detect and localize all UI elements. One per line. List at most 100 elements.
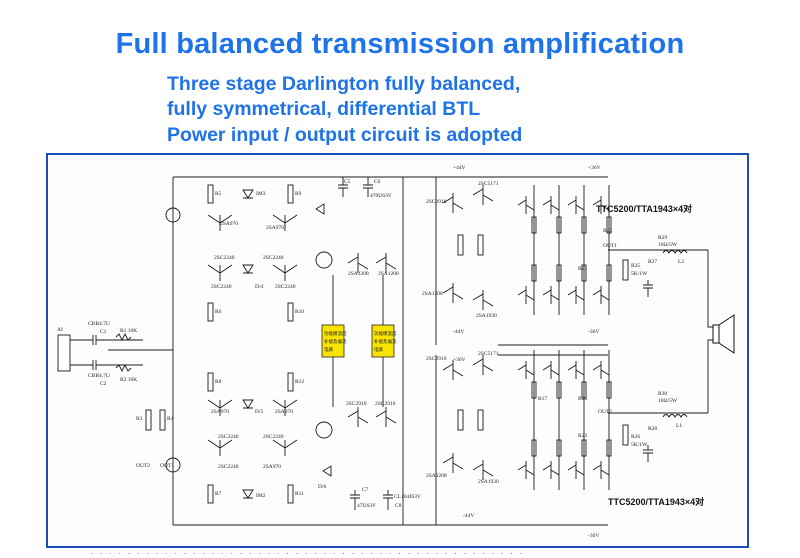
output-transistor <box>592 196 610 214</box>
out2-label: OUT2 <box>136 463 150 469</box>
svg-text:R17: R17 <box>538 396 547 402</box>
footer-fade: ········································… <box>90 548 529 558</box>
output-transistor <box>592 286 610 304</box>
svg-text:R12: R12 <box>295 379 304 385</box>
svg-text:2SC2240: 2SC2240 <box>211 284 232 290</box>
svg-text:R7: R7 <box>215 491 222 497</box>
output-pair-label-top: TTC5200/TTA1943×4对 <box>596 203 692 214</box>
svg-text:2SA970: 2SA970 <box>263 464 281 470</box>
svg-text:R8: R8 <box>215 379 222 385</box>
svg-text:C7: C7 <box>362 487 369 493</box>
svg-text:5K/1W: 5K/1W <box>631 271 648 277</box>
svg-text:IM2: IM2 <box>256 493 266 499</box>
svg-text:D/4: D/4 <box>255 284 264 290</box>
svg-text:-44V: -44V <box>453 329 464 335</box>
svg-text:R9: R9 <box>295 191 302 197</box>
svg-text:-36V: -36V <box>588 329 599 335</box>
svg-text:D/6: D/6 <box>318 484 327 490</box>
svg-text:电路: 电路 <box>324 346 333 353</box>
output-transistor <box>567 286 585 304</box>
svg-text:R11: R11 <box>295 491 304 497</box>
circuit-schematic: AI CBB4.7U C1 CBB4.7U C2 R1 10K R2 10K R… <box>57 165 735 539</box>
svg-text:2SA970: 2SA970 <box>275 409 293 415</box>
svg-text:10Ω/5W: 10Ω/5W <box>658 398 678 404</box>
out1-label: OUT1 <box>160 463 174 469</box>
svg-text:R3: R3 <box>136 416 143 422</box>
svg-text:R29: R29 <box>658 235 667 241</box>
svg-text:-36V: -36V <box>588 533 599 539</box>
svg-text:R10: R10 <box>295 309 304 315</box>
output-transistor <box>567 461 585 479</box>
svg-text:2SC2910: 2SC2910 <box>375 401 396 407</box>
svg-text:2SA1208: 2SA1208 <box>422 291 443 297</box>
svg-text:2SA1208: 2SA1208 <box>426 473 447 479</box>
svg-text:R21: R21 <box>578 266 587 272</box>
cap-c1-value: CBB4.7U <box>88 321 110 327</box>
output-transistor <box>517 286 535 304</box>
compensation-circuit: 2SA1208 2SA1208 2SC2910 2SC2910 功能模温度 补偿… <box>315 177 404 525</box>
output-transistor <box>567 361 585 379</box>
svg-text:电路: 电路 <box>374 346 383 353</box>
output-transistor <box>542 361 560 379</box>
svg-text:2SA970: 2SA970 <box>220 221 238 227</box>
svg-text:-44V: -44V <box>463 513 474 519</box>
svg-text:2SC2240: 2SC2240 <box>218 464 239 470</box>
svg-text:补偿及偏流: 补偿及偏流 <box>324 338 347 345</box>
output-transistor <box>517 461 535 479</box>
output-filter: R25 5K/1W R26 5K/1W R29 10Ω/5W R30 10Ω/5… <box>608 235 735 462</box>
output-transistor <box>592 461 610 479</box>
output-pair-label-bottom: TTC5200/TTA1943×4对 <box>608 496 704 507</box>
cap-c2-label: C2 <box>100 381 107 387</box>
output-transistor <box>542 461 560 479</box>
svg-text:R26: R26 <box>631 434 640 440</box>
subtitle-line-3: Power input / output circuit is adopted <box>167 124 523 146</box>
svg-text:C8: C8 <box>395 503 402 509</box>
svg-text:补偿及偏流: 补偿及偏流 <box>374 338 397 345</box>
svg-text:R27: R27 <box>648 259 657 265</box>
output-transistor <box>517 361 535 379</box>
svg-text:C6: C6 <box>374 179 381 185</box>
svg-text:+36V: +36V <box>588 165 601 171</box>
output-transistor <box>542 196 560 214</box>
svg-text:2SC2240: 2SC2240 <box>218 434 239 440</box>
svg-text:2SC2240: 2SC2240 <box>214 255 235 261</box>
svg-text:47U63V: 47U63V <box>357 503 376 509</box>
svg-text:R4: R4 <box>167 416 174 422</box>
svg-text:+36V: +36V <box>453 357 466 363</box>
svg-text:2SC2240: 2SC2240 <box>275 284 296 290</box>
cap-c2-value: CBB4.7U <box>88 373 110 379</box>
input-resistor-r2: R2 10K <box>120 377 137 383</box>
input-resistor-r1: R1 10K <box>120 328 137 334</box>
svg-text:2SA1930: 2SA1930 <box>476 313 497 319</box>
svg-text:CL104J63V: CL104J63V <box>394 494 421 500</box>
driver-stages: +44V +36V -44V -36V +36V -36V -44V 2SC29… <box>422 165 608 539</box>
svg-text:5K/1W: 5K/1W <box>631 442 648 448</box>
svg-text:R22: R22 <box>603 228 612 234</box>
svg-text:2SC5171: 2SC5171 <box>478 351 499 357</box>
svg-text:D/5: D/5 <box>255 409 264 415</box>
svg-text:IM3: IM3 <box>256 191 266 197</box>
svg-text:L2: L2 <box>678 259 684 265</box>
cap-c1-label: C1 <box>100 329 107 335</box>
svg-text:2SA1208: 2SA1208 <box>378 271 399 277</box>
power-rails <box>108 176 608 526</box>
svg-text:功能模温度: 功能模温度 <box>324 330 347 337</box>
out2-node: OUT2 <box>598 409 612 415</box>
svg-text:2SC2910: 2SC2910 <box>346 401 367 407</box>
svg-text:功能模温度: 功能模温度 <box>374 330 397 337</box>
output-transistor <box>542 286 560 304</box>
svg-text:R30: R30 <box>658 391 667 397</box>
svg-text:R25: R25 <box>631 263 640 269</box>
svg-text:470U63V: 470U63V <box>370 193 392 199</box>
speaker-icon <box>712 314 735 354</box>
svg-text:2SA970: 2SA970 <box>211 409 229 415</box>
page-title: Full balanced transmission amplification <box>115 28 685 60</box>
subtitle-line-1: Three stage Darlington fully balanced, <box>167 73 521 95</box>
svg-text:2SC5171: 2SC5171 <box>478 181 499 187</box>
svg-text:R6: R6 <box>215 309 222 315</box>
svg-text:R5: R5 <box>215 191 222 197</box>
svg-text:+44V: +44V <box>453 165 466 171</box>
svg-text:C5: C5 <box>344 179 351 185</box>
out1-node: OUT1 <box>603 243 617 249</box>
svg-text:10Ω/5W: 10Ω/5W <box>658 242 678 248</box>
